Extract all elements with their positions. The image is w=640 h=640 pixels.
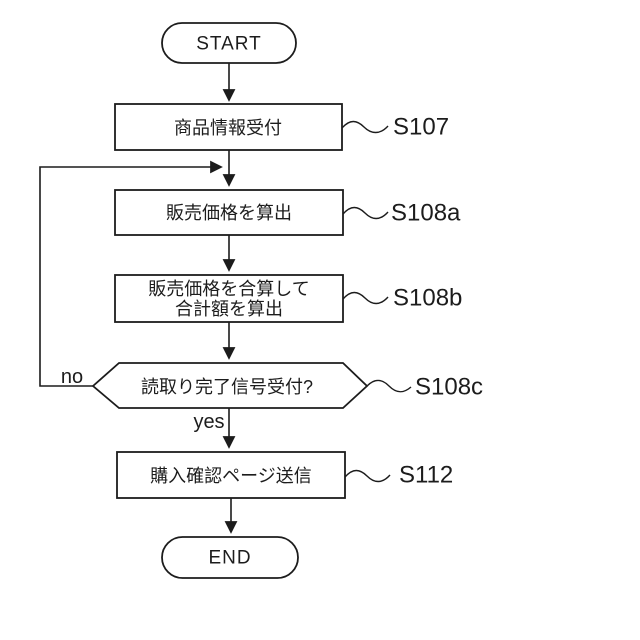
s108b-label-line1: 販売価格を合算して <box>148 279 309 299</box>
s108c-label: 読取り完了信号受付? <box>141 377 313 397</box>
step-label-s112: S112 <box>399 462 453 489</box>
step-label-s108a: S108a <box>391 200 461 227</box>
s108a-process-shape <box>114 189 344 236</box>
loop-line-no-branch <box>39 160 223 387</box>
node-s108a: 販売価格を算出 S108a <box>114 189 461 236</box>
node-start: START <box>161 22 297 64</box>
branch-label-yes: yes <box>193 411 224 433</box>
s108a-label: 販売価格を算出 <box>166 203 292 223</box>
start-terminator-shape <box>161 22 297 64</box>
node-s112: 購入確認ページ送信 S112 <box>116 451 453 499</box>
leader-squiggle-s107 <box>341 120 389 134</box>
end-terminator-shape <box>161 536 299 579</box>
step-label-s108b: S108b <box>393 285 462 312</box>
node-s108b: 販売価格を合算して 合計額を算出 S108b <box>114 274 462 323</box>
end-label: END <box>208 548 251 569</box>
leader-squiggle-s112 <box>344 469 391 483</box>
leader-squiggle-s108a <box>342 206 389 220</box>
leader-squiggle-s108c <box>366 379 412 393</box>
s107-label: 商品情報受付 <box>174 118 282 138</box>
step-label-s108c: S108c <box>415 374 483 401</box>
s112-process-shape <box>116 451 346 499</box>
leader-squiggle-s108b <box>342 291 389 305</box>
branch-label-no: no <box>61 366 83 388</box>
node-end: END <box>161 536 299 579</box>
step-label-s107: S107 <box>393 114 449 141</box>
s108b-label-line2: 合計額を算出 <box>175 299 283 319</box>
s108b-process-shape <box>114 274 344 323</box>
start-label: START <box>196 34 262 55</box>
node-s107: 商品情報受付 S107 <box>114 103 449 151</box>
node-s108c: 読取り完了信号受付? S108c no yes <box>61 362 483 433</box>
s112-label: 購入確認ページ送信 <box>150 466 312 486</box>
